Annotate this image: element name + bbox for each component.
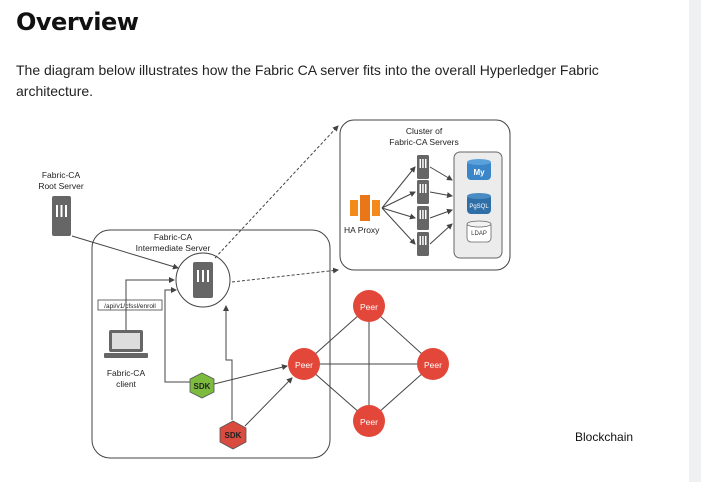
cluster-server-icon (417, 232, 429, 256)
ldap-db-icon: LDAP (466, 220, 492, 243)
peer-node-right: Peer (417, 348, 449, 380)
svg-text:SDK: SDK (225, 431, 242, 440)
intermediate-label-line1: Fabric-CA (154, 232, 193, 242)
cluster-server-icon (417, 155, 429, 179)
cluster-box (339, 119, 511, 271)
ha-proxy-icon (350, 195, 380, 221)
peer-node-top: Peer (353, 290, 385, 322)
cluster-server-icon (417, 180, 429, 204)
client-label-line2: client (116, 379, 136, 389)
laptop-icon (104, 330, 148, 358)
peer-node-left: Peer (288, 348, 320, 380)
root-server-label-line2: Root Server (38, 181, 84, 191)
svg-text:Peer: Peer (360, 417, 378, 427)
svg-text:/api/v1/cfssl/enroll: /api/v1/cfssl/enroll (104, 303, 156, 310)
svg-text:My: My (473, 168, 485, 177)
svg-text:Peer: Peer (424, 360, 442, 370)
intermediate-server-icon (193, 262, 213, 298)
intermediate-label-line2: Intermediate Server (136, 243, 211, 253)
cluster-title-line2: Fabric-CA Servers (389, 137, 458, 147)
intro-paragraph: The diagram below illustrates how the Fa… (16, 62, 599, 99)
intermediate-box (91, 229, 331, 459)
page-scrollbar[interactable] (689, 0, 701, 482)
peer-node-bottom: Peer (353, 405, 385, 437)
svg-text:LDAP: LDAP (471, 231, 487, 237)
enroll-path-badge: /api/v1/cfssl/enroll (97, 299, 163, 311)
mysql-db-icon: My (467, 159, 491, 180)
svg-text:SDK: SDK (194, 382, 211, 391)
ha-proxy-label: HA Proxy (344, 225, 380, 235)
postgresql-db-icon: PgSQL (467, 193, 491, 214)
cluster-title-line1: Cluster of (406, 126, 443, 136)
svg-text:Peer: Peer (360, 302, 378, 312)
blockchain-label: Blockchain (575, 430, 633, 444)
svg-text:PgSQL: PgSQL (469, 204, 489, 210)
svg-text:Peer: Peer (295, 360, 313, 370)
client-label-line1: Fabric-CA (107, 368, 146, 378)
root-server-label-line1: Fabric-CA (42, 170, 81, 180)
root-server-icon (52, 196, 71, 236)
sdk-red-icon: SDK (219, 420, 247, 450)
sdk-green-icon: SDK (189, 372, 215, 399)
cluster-server-icon (417, 206, 429, 230)
page-title: Overview (16, 8, 139, 36)
